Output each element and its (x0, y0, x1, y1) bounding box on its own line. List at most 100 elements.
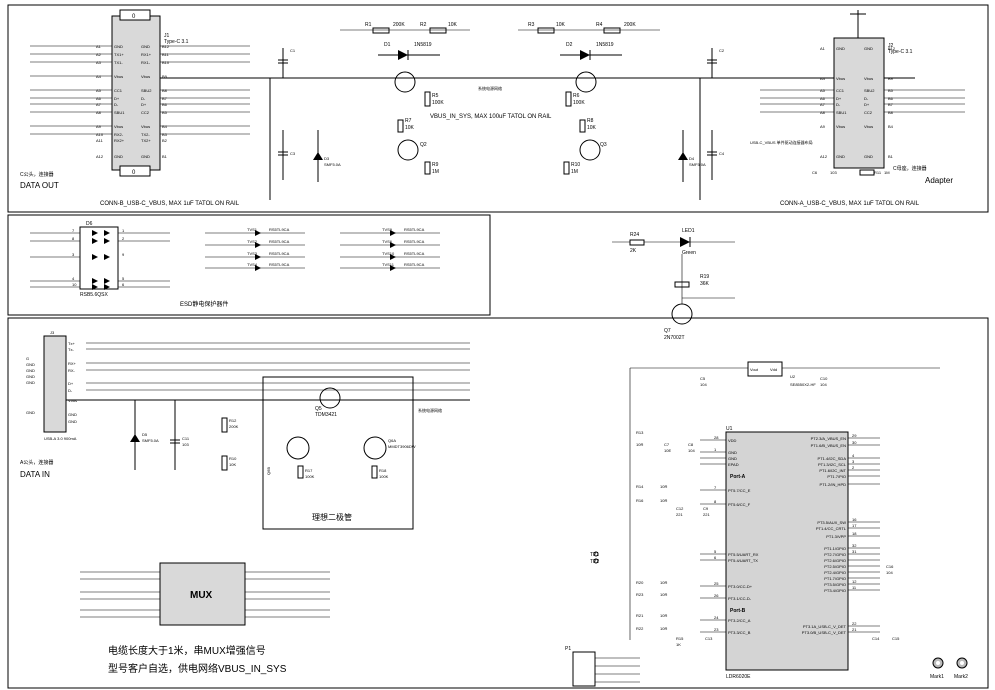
svg-text:C15: C15 (892, 636, 900, 641)
svg-text:SMF5.0A: SMF5.0A (142, 438, 159, 443)
tvs-part: RS5TL9CA (404, 239, 425, 244)
j1-pin-num-right: B11 (162, 52, 170, 57)
esd-pin-num: 1 (122, 228, 125, 233)
esd-pin-num: 8 (72, 236, 75, 241)
esd-diode-glyph (104, 284, 110, 290)
ideal-diode-q6b: Q6B (266, 436, 310, 475)
svg-text:10R: 10R (660, 484, 667, 489)
mosfet-pair-left: Q2 (394, 71, 427, 161)
j1-pin-num-left: A2 (96, 52, 102, 57)
svg-text:USB-A 3.0 900mA: USB-A 3.0 900mA (44, 436, 77, 441)
svg-text:C14: C14 (872, 636, 880, 641)
usba-pin-name: GND (68, 412, 77, 417)
j1-pin-name-right: D- (141, 96, 146, 101)
bottom-section-frame (7, 317, 989, 689)
svg-text:200K: 200K (393, 22, 405, 28)
j2-pin-name-left: D- (836, 102, 841, 107)
j1-pin-name-left: TX1- (114, 60, 123, 65)
svg-text:MMDT3906DW: MMDT3906DW (388, 444, 416, 449)
svg-text:10R: 10R (660, 592, 667, 597)
zener-d3: D3 SMF5.0A (313, 130, 341, 182)
j2-pin-num-right: B6 (888, 96, 894, 101)
usba-left-pin: GND (26, 362, 35, 367)
svg-text:104: 104 (820, 382, 827, 387)
u1-left-pin-num: 6 (714, 555, 717, 560)
svg-text:10E: 10E (664, 448, 671, 453)
mux-block: MUX (159, 562, 246, 626)
j2-pin-num-left: A5 (820, 88, 826, 93)
j1-pin-num-left: A1 (96, 44, 102, 49)
j2-pin-name-left: Vbus (836, 124, 845, 129)
svg-text:Q6A: Q6A (388, 438, 396, 443)
system-net-label-2: 系统电源网络 (418, 407, 442, 413)
svg-text:C3: C3 (290, 151, 296, 156)
j2-pin-name-right: D- (864, 96, 869, 101)
svg-text:Port-B: Port-B (730, 608, 746, 614)
usbc-right-note: C母座，连接器 (893, 165, 927, 172)
j1-pin-name-right: CC2 (141, 110, 150, 115)
controller-u1: U1 LDR6020E Port-A Port-B 28VDD1GNDGNDEP… (700, 426, 880, 680)
u1-right-pin-name: PT3.4/GPIO (824, 588, 846, 593)
svg-text:R23: R23 (636, 592, 644, 597)
j2-pin-name-right: Vbus (864, 76, 873, 81)
usbc-left-type: Type-C 3.1 (164, 39, 189, 45)
j1-pin-name-left: TX1+ (114, 52, 124, 57)
tvs-ref: TVS11 (382, 262, 395, 267)
u1-right-pin-name: PT2.7/GPIO (824, 552, 846, 557)
svg-text:36K: 36K (700, 281, 710, 287)
u1-left-pin-name: PT3.2/CC_A (728, 618, 751, 623)
j1-pin-name-left: D- (114, 102, 119, 107)
svg-text:TDM3421: TDM3421 (315, 412, 337, 418)
ideal-diode-box (262, 376, 414, 530)
svg-text:C16: C16 (886, 564, 894, 569)
usbc-left-bottom-num: 0 (132, 170, 136, 176)
esd-diode-glyph (92, 238, 98, 244)
esd-diode-glyph (92, 278, 98, 284)
j1-pin-name-left: GND (114, 44, 123, 49)
j1-pin-num-left: A7 (96, 102, 102, 107)
ideal-diode-q6a: Q6A MMDT3906DW (363, 436, 416, 460)
tvs-part: RS5TL9CA (269, 227, 290, 232)
j1-pin-name-right: Vbus (141, 74, 150, 79)
u1-right-pin-name: PT1.7/PIO (827, 474, 846, 479)
u1-left-pin-num: 8 (714, 499, 717, 504)
u1-left-pin-num: 7 (714, 485, 717, 490)
svg-text:SMF5.0A: SMF5.0A (324, 162, 341, 167)
svg-text:10R: 10R (660, 498, 667, 503)
u1-left-pin-num: 24 (714, 615, 719, 620)
u1-left-pin-name: GND (728, 456, 737, 461)
u1-right-pin-num: 30 (852, 440, 857, 445)
svg-text:D2: D2 (566, 42, 573, 48)
svg-text:200K: 200K (229, 424, 239, 429)
j1-pin-num-right: B7 (162, 96, 168, 101)
j2-pin-num-right: B4 (888, 124, 894, 129)
u1-right-pin-num: 29 (852, 433, 857, 438)
j2-net-wires (760, 89, 965, 113)
tvs-diode-icon (255, 242, 261, 248)
svg-text:100K: 100K (305, 474, 315, 479)
u1-right-pin-num: 21 (852, 627, 857, 632)
svg-text:U1: U1 (726, 426, 733, 432)
j1-pin-name-right: GND (141, 154, 150, 159)
svg-text:104: 104 (700, 382, 707, 387)
tvs-ref: TVS4 (247, 262, 258, 267)
svg-text:R5: R5 (432, 93, 439, 99)
svg-text:LED1: LED1 (682, 228, 695, 234)
svg-text:R18: R18 (379, 468, 387, 473)
svg-text:104: 104 (886, 570, 893, 575)
u1-right-pin-name: PT3.5/GPIO (824, 582, 846, 587)
u1-left-pin-name: PT5.6/CC_F (728, 502, 751, 507)
u1-right-pin-num: 12 (852, 579, 857, 584)
tvs-part: RS5TL9CA (404, 251, 425, 256)
j2-pin-num-left: A4 (820, 76, 826, 81)
svg-text:J2: J2 (888, 43, 894, 49)
usba-pin-name: D- (68, 388, 73, 393)
u1-left-pin-num: 1 (714, 447, 717, 452)
usbc-left-top-num: 0 (132, 14, 136, 20)
svg-text:R16: R16 (636, 498, 644, 503)
esd-pin-num: 3 (72, 252, 75, 257)
